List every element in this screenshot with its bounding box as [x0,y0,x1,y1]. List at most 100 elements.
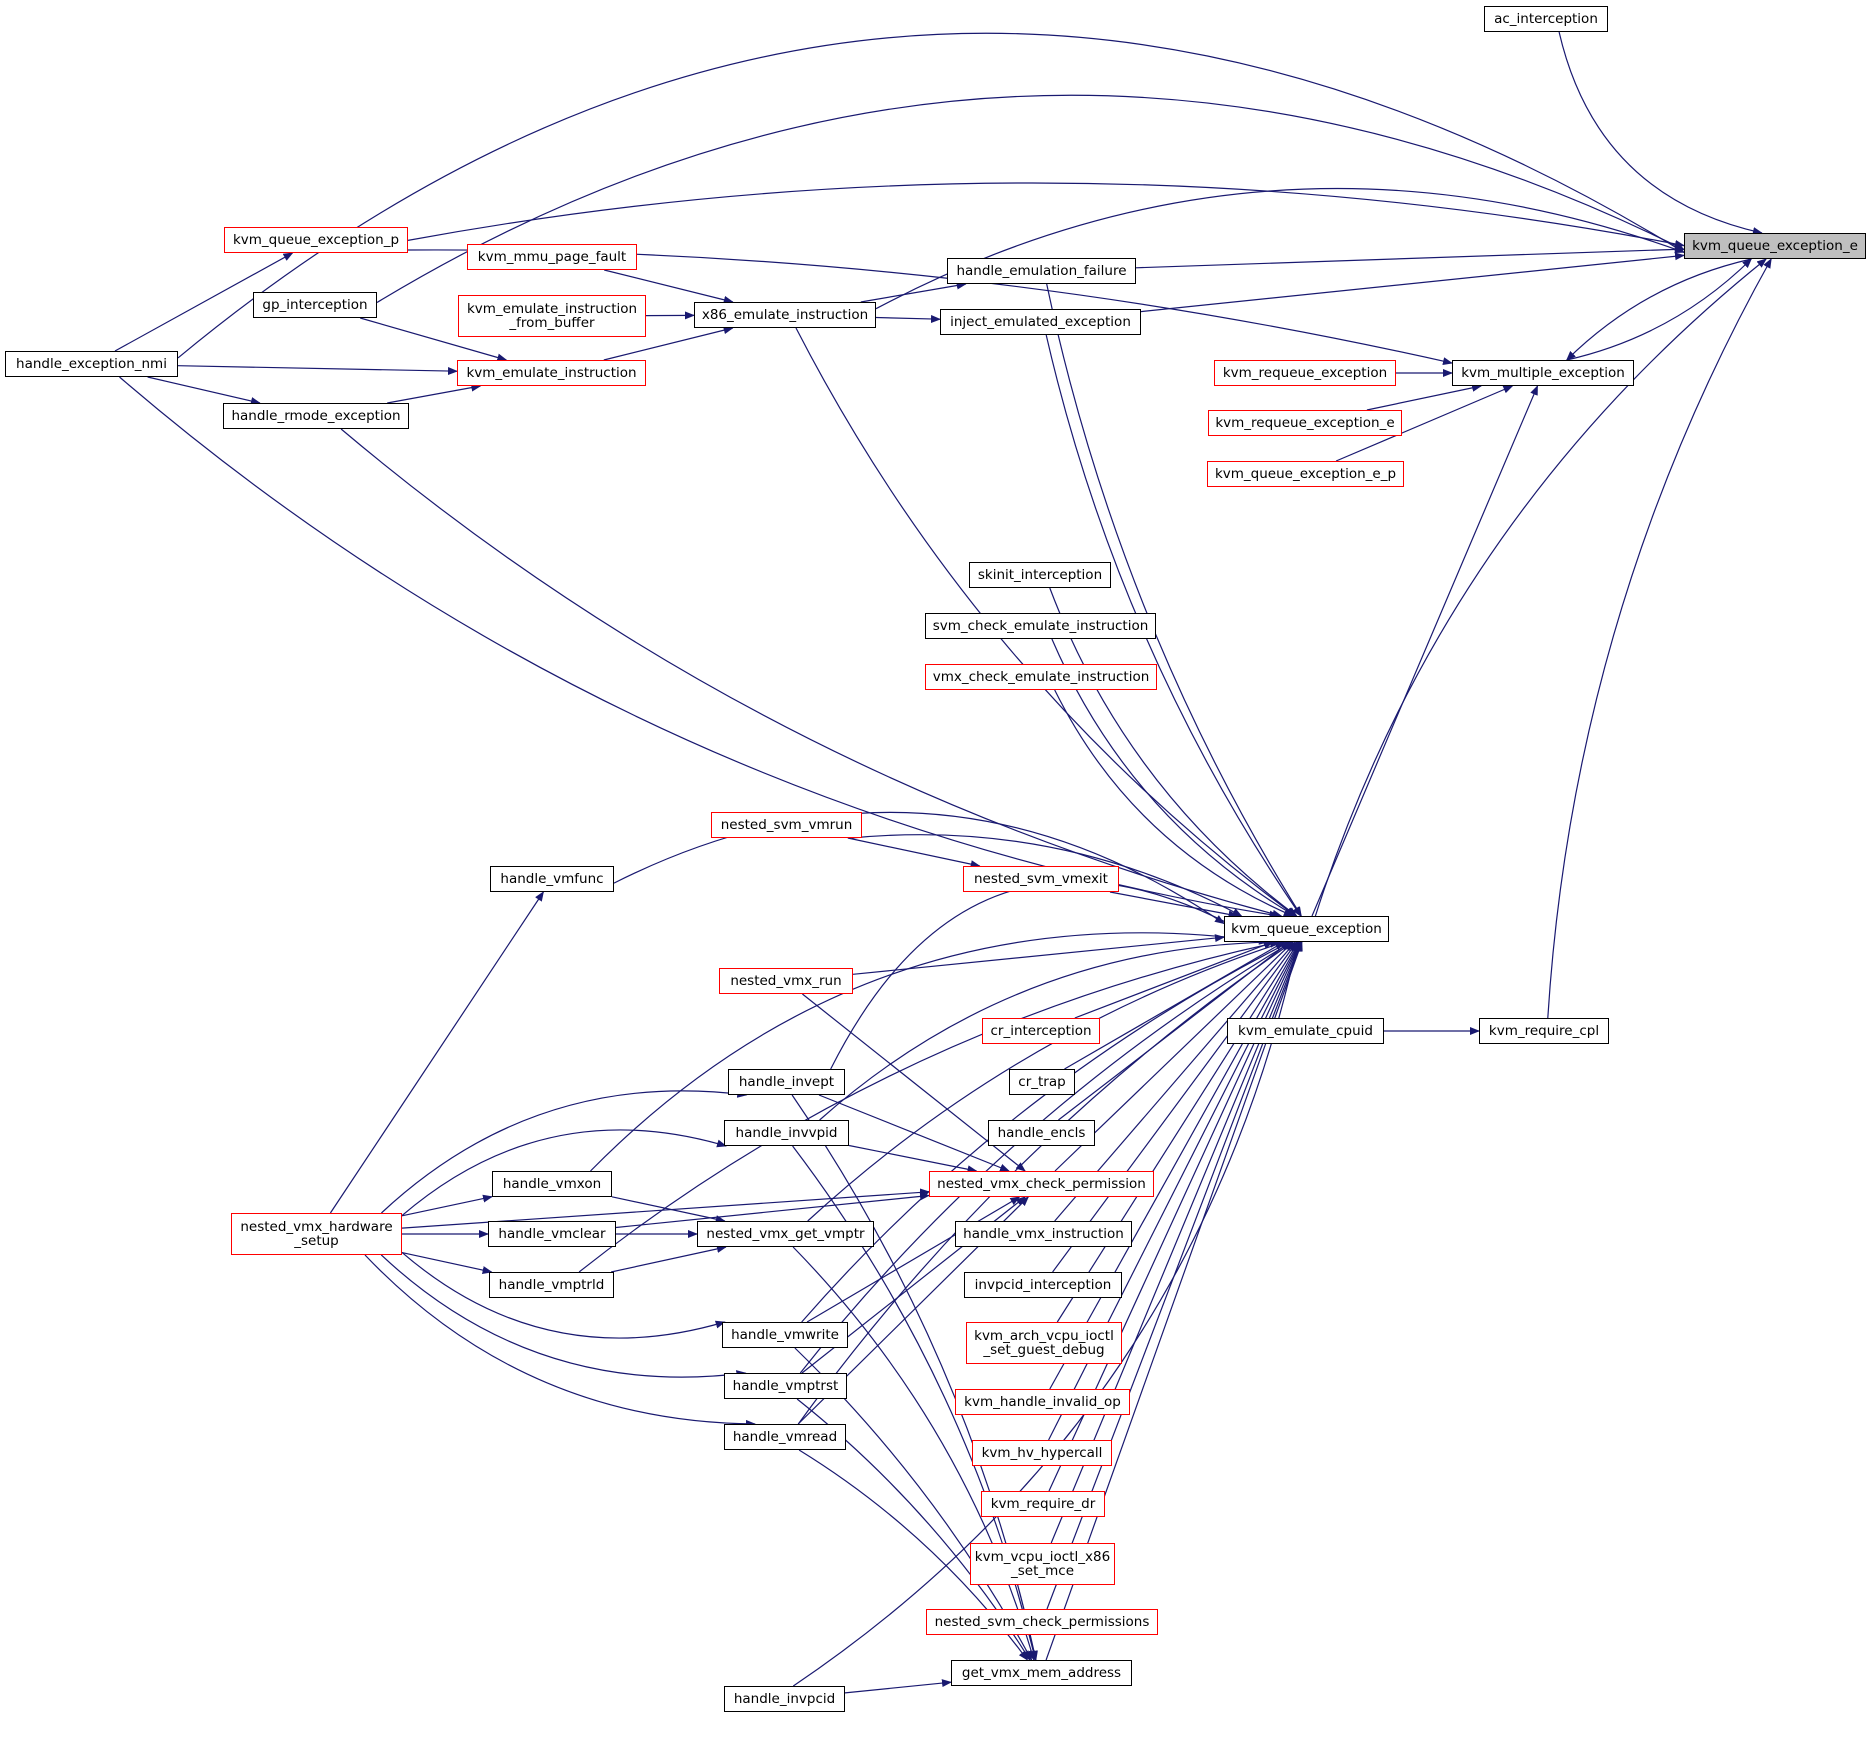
node-handle-rmode-exception[interactable]: handle_rmode_exception [223,403,409,429]
edge-handle_exception_nmi-to-kvm_queue_exception_p [114,252,294,352]
node-kvm-queue-exception-p[interactable]: kvm_queue_exception_p [224,227,408,253]
node-kvm-require-cpl[interactable]: kvm_require_cpl [1479,1018,1609,1044]
edge-nested_vmx_hardware_setup-to-handle_vmptrld [401,1252,493,1275]
edge-nested_svm_vmexit-to-kvm_queue_exception [1109,891,1239,919]
node-handle-encls[interactable]: handle_encls [988,1120,1095,1146]
node-nested-svm-vmexit[interactable]: nested_svm_vmexit [963,866,1119,892]
node-handle-emulation-failure[interactable]: handle_emulation_failure [947,258,1136,284]
node-kvm-emulate-instruction[interactable]: kvm_emulate_instruction [457,360,646,386]
node-cr-interception[interactable]: cr_interception [982,1018,1100,1044]
node-kvm-queue-exception-e-p[interactable]: kvm_queue_exception_e_p [1207,461,1404,487]
node-kvm-vcpu-ioctl-x86-set-mce[interactable]: kvm_vcpu_ioctl_x86 _set_mce [970,1543,1115,1585]
node-handle-vmx-instruction[interactable]: handle_vmx_instruction [955,1221,1132,1247]
edge-kvm_mmu_page_fault-to-x86_emulate_instruction [604,269,734,304]
node-vmx-check-emulate-instruction[interactable]: vmx_check_emulate_instruction [925,664,1157,690]
node-handle-vmptrld[interactable]: handle_vmptrld [489,1272,614,1298]
edge-kvm_hv_hypercall-to-kvm_queue_exception [1048,941,1301,1441]
edge-kvm_queue_exception-to-root [1314,258,1767,917]
node-invpcid-interception[interactable]: invpcid_interception [964,1272,1122,1298]
edge-handle_vmptrld-to-nested_vmx_get_vmptr [610,1245,727,1273]
edge-kvm_emulate_instruction-to-x86_emulate_instruction [603,326,734,361]
node-inject-emulated-exception[interactable]: inject_emulated_exception [940,309,1141,335]
edge-nested_vmx_get_vmptr-to-kvm_queue_exception [807,940,1286,1222]
edge-nested_vmx_hardware_setup-to-handle_invept [380,1089,748,1214]
edge-handle_invpcid-to-get_vmx_mem_address [844,1679,952,1694]
edge-nested_vmx_hardware_setup-to-handle_invvpid [401,1129,727,1217]
edge-skinit_interception-to-kvm_queue_exception [1049,587,1298,917]
edge-nested_vmx_hardware_setup-to-handle_vmptrst [380,1254,747,1379]
node-svm-check-emulate-instruction[interactable]: svm_check_emulate_instruction [925,613,1156,639]
node-handle-vmxon[interactable]: handle_vmxon [492,1171,612,1197]
node-gp-interception[interactable]: gp_interception [253,292,377,318]
edge-handle_invvpid-to-nested_vmx_check_permission [848,1144,978,1174]
node-nested-svm-vmrun[interactable]: nested_svm_vmrun [711,812,862,838]
node-handle-vmwrite[interactable]: handle_vmwrite [722,1322,848,1348]
node-handle-vmptrst[interactable]: handle_vmptrst [724,1373,847,1399]
edge-x86_emulate_instruction-to-handle_emulation_failure [860,281,967,303]
edge-kvm_require_cpl-to-root [1547,258,1772,1019]
node-kvm-hv-hypercall[interactable]: kvm_hv_hypercall [972,1440,1112,1466]
edge-handle_exception_nmi-to-kvm_queue_exception [119,376,1280,919]
node-ac-interception[interactable]: ac_interception [1484,6,1608,32]
node-handle-vmread[interactable]: handle_vmread [724,1424,846,1450]
node-kvm-requeue-exception[interactable]: kvm_requeue_exception [1214,360,1396,386]
node-nested-svm-check-permissions[interactable]: nested_svm_check_permissions [926,1609,1158,1635]
edge-handle_emulation_failure-to-root [1135,245,1685,269]
edge-nested_svm_vmrun-to-kvm_queue_exception [851,834,1243,917]
node-handle-invvpid[interactable]: handle_invvpid [724,1120,849,1146]
edge-gp_interception-to-kvm_emulate_instruction [360,317,508,362]
node-handle-invept[interactable]: handle_invept [728,1069,845,1095]
edge-nested_vmx_hardware_setup-to-handle_vmxon [401,1194,493,1217]
node-kvm-emulate-instruction-from-buffer[interactable]: kvm_emulate_instruction _from_buffer [458,295,646,337]
edge-handle_exception_nmi-to-kvm_emulate_instruction [177,365,458,376]
node-nested-vmx-hardware-setup[interactable]: nested_vmx_hardware _setup [231,1213,402,1255]
node-skinit-interception[interactable]: skinit_interception [969,562,1111,588]
edge-nested_vmx_hardware_setup-to-handle_vmwrite [401,1251,726,1339]
edge-nested_vmx_hardware_setup-to-handle_vmfunc [329,891,544,1214]
node-kvm-queue-exception[interactable]: kvm_queue_exception [1224,916,1389,942]
node-kvm-emulate-cpuid[interactable]: kvm_emulate_cpuid [1227,1018,1384,1044]
edge-nested_vmx_run-to-nested_vmx_check_permission [802,993,1026,1172]
edge-vmx_check_emulate_instruction-to-kvm_queue_exception [1054,689,1294,917]
node-kvm-mmu-page-fault[interactable]: kvm_mmu_page_fault [467,244,637,270]
edge-nested_vmx_get_vmptr-to-get_vmx_mem_address [792,1246,1036,1661]
edge-x86_emulate_instruction-to-inject_emulated_exception [875,314,941,323]
edge-kvm_requeue_exception_e-to-kvm_multiple_exception [1366,383,1483,411]
edge-kvm_multiple_exception-to-root [1566,258,1753,361]
node-handle-exception-nmi[interactable]: handle_exception_nmi [5,351,178,377]
edge-handle_rmode_exception-to-kvm_queue_exception [340,428,1283,918]
edge-gp_interception-to-root [376,94,1685,304]
edge-kvm_queue_exception-to-kvm_multiple_exception [1311,385,1539,917]
edge-kvm_queue_exception_e_p-to-kvm_multiple_exception [1335,385,1514,462]
node-handle-vmfunc[interactable]: handle_vmfunc [490,866,614,892]
node-kvm-requeue-exception-e[interactable]: kvm_requeue_exception_e [1208,410,1402,436]
edge-handle_vmclear-to-nested_vmx_check_permission [615,1192,930,1229]
node-get-vmx-mem-address[interactable]: get_vmx_mem_address [951,1660,1132,1686]
node-kvm-arch-vcpu-ioctl-set-guest-debug[interactable]: kvm_arch_vcpu_ioctl _set_guest_debug [966,1322,1122,1364]
node-handle-vmclear[interactable]: handle_vmclear [488,1221,616,1247]
edge-handle_vmptrst-to-nested_vmx_check_permission [801,1196,1026,1374]
edge-handle_vmxon-to-kvm_queue_exception [590,932,1269,1172]
edge-handle_exception_nmi-to-root [177,32,1685,359]
node-cr-trap[interactable]: cr_trap [1009,1069,1075,1095]
node-x86-emulate-instruction[interactable]: x86_emulate_instruction [694,302,876,328]
node-handle-invpcid[interactable]: handle_invpcid [724,1686,845,1712]
edge-nested_svm_vmrun-to-nested_svm_vmexit [847,837,981,869]
edge-kvm_arch_vcpu_ioctl_set_guest_debug-to-kvm_queue_exception [1056,941,1299,1323]
edge-handle_emulation_failure-to-kvm_queue_exception [1046,283,1302,917]
edge-inject_emulated_exception-to-root [1140,252,1685,313]
node-kvm-multiple-exception[interactable]: kvm_multiple_exception [1452,360,1634,386]
edge-handle_vmwrite-to-kvm_queue_exception [801,941,1291,1323]
edge-handle_rmode_exception-to-kvm_emulate_instruction [387,383,482,404]
node-kvm-require-dr[interactable]: kvm_require_dr [981,1491,1105,1517]
node-kvm-handle-invalid-op[interactable]: kvm_handle_invalid_op [955,1389,1130,1415]
edge-handle_vmread-to-kvm_queue_exception [797,941,1295,1425]
edge-cr_trap-to-kvm_queue_exception [1064,941,1285,1070]
edge-handle_vmptrst-to-kvm_queue_exception [799,941,1293,1374]
node-nested-vmx-run[interactable]: nested_vmx_run [719,968,853,994]
edge-cr_interception-to-kvm_queue_exception [1074,941,1274,1019]
node-nested-vmx-get-vmptr[interactable]: nested_vmx_get_vmptr [697,1221,874,1247]
node-nested-vmx-check-permission[interactable]: nested_vmx_check_permission [929,1171,1154,1197]
edge-handle_vmfunc-to-kvm_queue_exception [613,811,1225,925]
